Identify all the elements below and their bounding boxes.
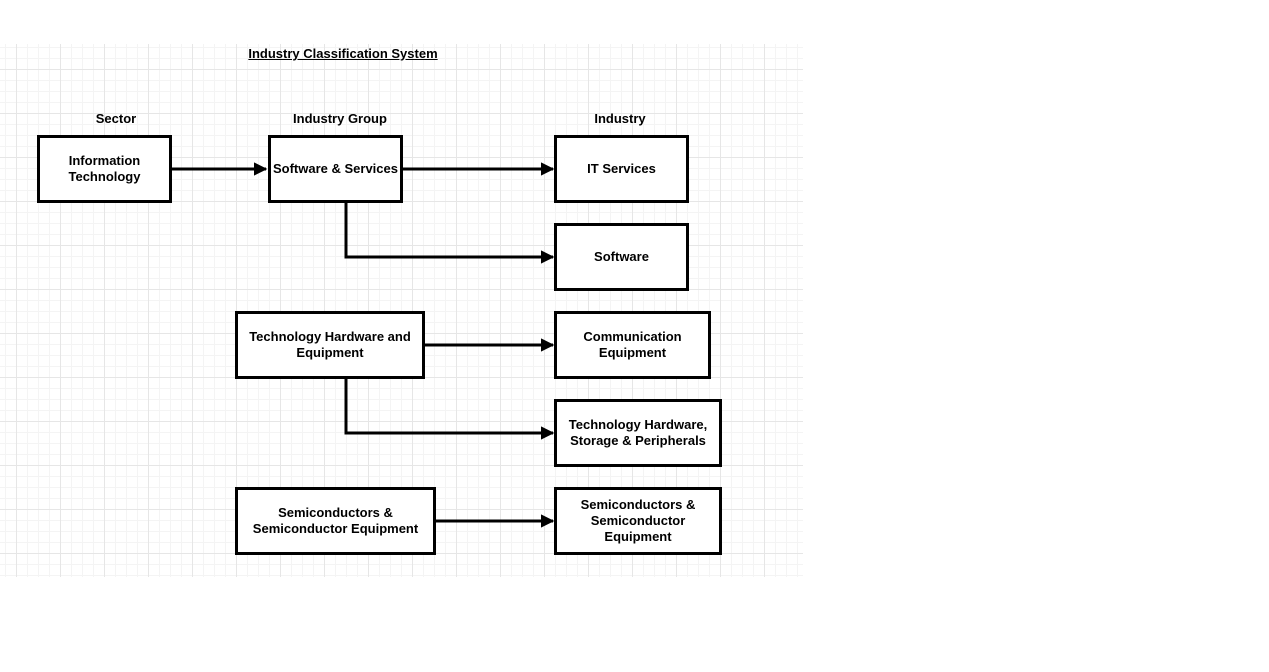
column-heading-industry: Industry [594, 111, 646, 126]
column-heading-sector: Sector [95, 111, 137, 126]
node-technology-hardware-and-equipment[interactable]: Technology Hardware and Equipment [235, 311, 425, 379]
diagram-title: Industry Classification System [248, 46, 438, 61]
node-software-services[interactable]: Software & Services [268, 135, 403, 203]
node-information-technology[interactable]: Information Technology [37, 135, 172, 203]
node-semiconductors-equipment-group[interactable]: Semiconductors & Semiconductor Equipment [235, 487, 436, 555]
column-heading-industry-group: Industry Group [293, 111, 387, 126]
edge-tech-hardware-to-storage-peripherals [344, 378, 555, 440]
diagram-canvas: Industry Classification System Sector In… [0, 44, 803, 577]
node-technology-hardware-storage-peripherals[interactable]: Technology Hardware, Storage & Periphera… [554, 399, 722, 467]
edge-software-services-to-software [344, 202, 555, 264]
node-semiconductors-equipment-industry[interactable]: Semiconductors & Semiconductor Equipment [554, 487, 722, 555]
node-it-services[interactable]: IT Services [554, 135, 689, 203]
node-communication-equipment[interactable]: Communication Equipment [554, 311, 711, 379]
node-software[interactable]: Software [554, 223, 689, 291]
